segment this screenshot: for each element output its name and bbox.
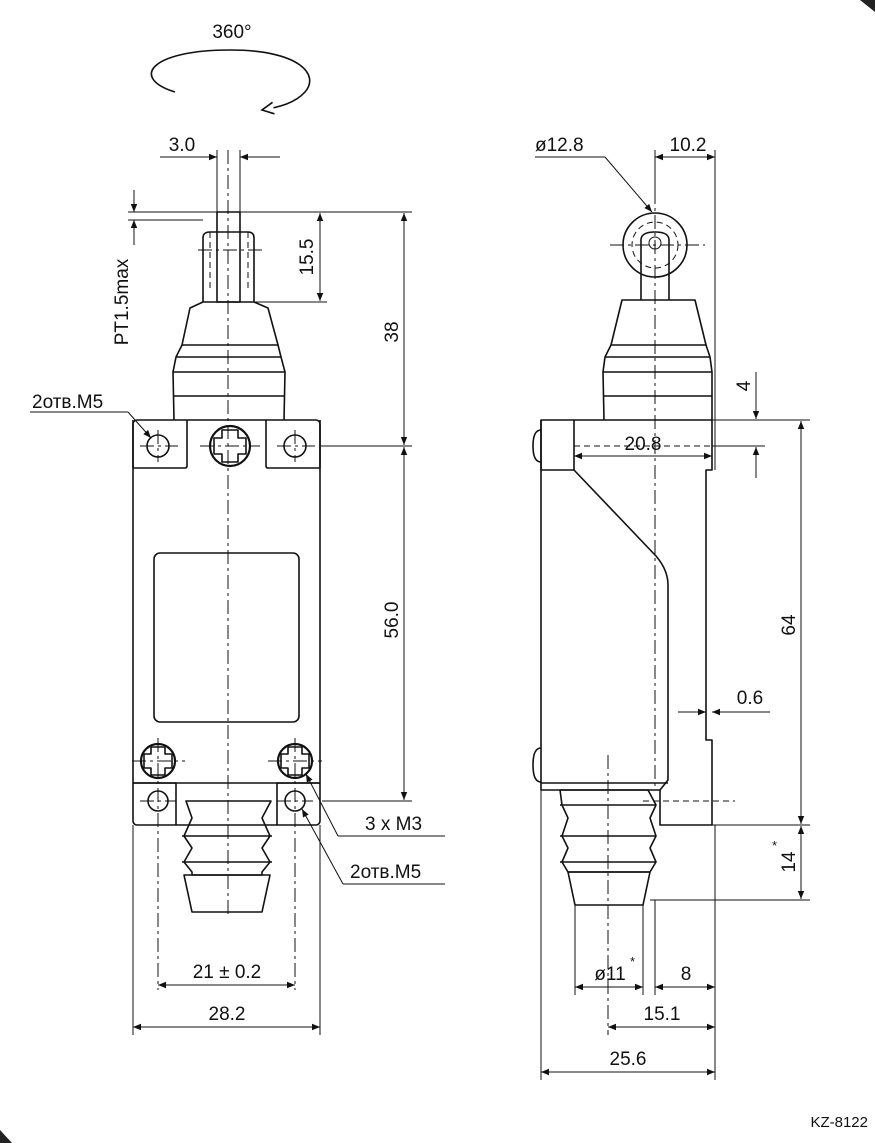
- gland-length-mark: *: [772, 838, 777, 853]
- dim-flange-thickness: 4: [734, 380, 755, 391]
- label-mount-holes-bottom: 2отв.M5: [350, 862, 421, 883]
- dim-roller-offset: 10.2: [670, 135, 707, 156]
- dim-body-depth: 25.6: [610, 1049, 647, 1070]
- label-screws: 3 x M3: [365, 814, 422, 835]
- dim-plate-thickness: 0.6: [737, 688, 763, 709]
- dim-roller-height: 15.5: [297, 239, 318, 276]
- rotation-label: 360°: [212, 22, 251, 43]
- dim-actuator-height: 38: [382, 321, 403, 342]
- front-view: [132, 150, 322, 990]
- dim-flange-width: 20.8: [625, 434, 662, 455]
- dim-axis-offset: 15.1: [644, 1004, 681, 1025]
- gland-diameter-mark: *: [630, 954, 635, 969]
- corner-mark: [860, 0, 875, 12]
- drawing-code: KZ-8122: [810, 1114, 868, 1131]
- dim-roller-diameter: ø12.8: [535, 135, 584, 156]
- front-dimensions: 3.0 PT1.5max 15.5 38 56.0 2отв.M5 3 x M3: [30, 135, 445, 1035]
- dim-body-width: 28.2: [209, 1004, 246, 1025]
- rotation-indicator: 360°: [150, 22, 311, 115]
- dim-body-height: 56.0: [382, 602, 403, 639]
- label-mount-holes-top: 2отв.M5: [32, 392, 103, 413]
- dim-hole-spacing: 21 ± 0.2: [193, 962, 262, 983]
- dim-roller-width: 3.0: [169, 135, 195, 156]
- dim-gland-length: 14: [779, 851, 800, 873]
- corner-mark: [0, 1130, 12, 1143]
- dim-pretravel: PT1.5max: [112, 258, 133, 345]
- side-view: [532, 190, 735, 1035]
- dim-side-body-height: 64: [779, 614, 800, 636]
- dim-gland-offset: 8: [681, 964, 692, 985]
- dim-gland-diameter: ø11: [594, 964, 625, 985]
- side-dimensions: ø12.8 10.2 4 20.8 64 0.6 14 *: [535, 135, 810, 1080]
